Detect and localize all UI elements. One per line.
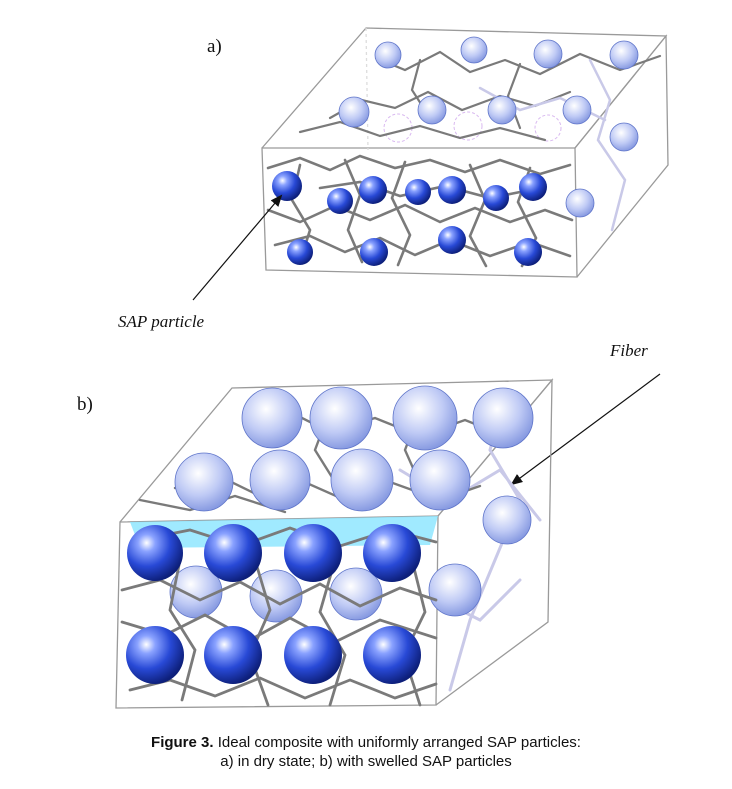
panel-b-inner-particles bbox=[169, 565, 383, 623]
sap-particle bbox=[609, 122, 639, 152]
swelled-sap-particle bbox=[363, 524, 421, 582]
panel-b: b) Fiber bbox=[77, 341, 661, 709]
sap-particle bbox=[533, 39, 563, 69]
sap-particle bbox=[562, 95, 592, 125]
swelled-sap-particle bbox=[249, 449, 311, 511]
sap-particle bbox=[438, 176, 466, 204]
panel-a: a) bbox=[118, 27, 669, 331]
panel-a-box bbox=[261, 27, 669, 278]
swelled-sap-particle bbox=[363, 626, 421, 684]
swelled-sap-particle bbox=[204, 524, 262, 582]
swelled-sap-particle bbox=[392, 385, 458, 451]
sap-particle bbox=[405, 179, 431, 205]
swelled-sap-particle bbox=[126, 626, 184, 684]
sap-particle-highlighted bbox=[272, 171, 302, 201]
swelled-sap-particle bbox=[482, 495, 532, 545]
panel-b-tag: b) bbox=[77, 394, 93, 415]
swelled-sap-particle bbox=[127, 525, 183, 581]
swelled-sap-particle bbox=[330, 448, 394, 512]
panel-a-top-particles bbox=[338, 36, 639, 218]
caption-line-2: a) in dry state; b) with swelled SAP par… bbox=[220, 753, 512, 770]
sap-particle bbox=[487, 95, 517, 125]
caption-text-1: Ideal composite with uniformly arranged … bbox=[217, 734, 581, 751]
sap-particle bbox=[287, 239, 313, 265]
panel-b-front-particles bbox=[126, 524, 421, 684]
panel-a-tag: a) bbox=[207, 36, 222, 57]
swelled-sap-particle bbox=[284, 524, 342, 582]
panel-a-front-particles bbox=[272, 171, 547, 266]
swelled-sap-particle bbox=[472, 387, 534, 449]
panel-b-box bbox=[115, 378, 554, 709]
swelled-sap-particle bbox=[309, 386, 373, 450]
fiber-label: Fiber bbox=[609, 341, 648, 360]
sap-particle bbox=[565, 188, 595, 218]
swelled-sap-particle bbox=[241, 387, 303, 449]
figure-caption: Figure 3. Ideal composite with uniformly… bbox=[0, 733, 732, 771]
sap-particle bbox=[417, 95, 447, 125]
sap-particle-label: SAP particle bbox=[118, 312, 205, 331]
sap-particle bbox=[609, 40, 639, 70]
sap-particle-pointer bbox=[192, 194, 283, 301]
swelled-sap-particle bbox=[428, 563, 482, 617]
sap-particle bbox=[438, 226, 466, 254]
panel-b-top-particles bbox=[174, 385, 534, 617]
sap-particle bbox=[483, 185, 509, 211]
swelled-sap-particle bbox=[409, 449, 471, 511]
sap-particle bbox=[374, 41, 402, 69]
swelled-sap-particle bbox=[329, 567, 383, 621]
swelled-sap-particle bbox=[174, 452, 234, 512]
fiber-pointer bbox=[510, 373, 661, 486]
panel-a-fibers-top bbox=[298, 50, 662, 142]
sap-particle bbox=[460, 36, 488, 64]
sap-particle bbox=[338, 96, 370, 128]
sap-particle bbox=[360, 238, 388, 266]
sap-particle bbox=[359, 176, 387, 204]
sap-particle bbox=[327, 188, 353, 214]
sap-particle bbox=[514, 238, 542, 266]
swelled-sap-particle bbox=[204, 626, 262, 684]
figure-number: Figure 3. bbox=[151, 734, 214, 751]
sap-particle bbox=[519, 173, 547, 201]
caption-line-1: Figure 3. Ideal composite with uniformly… bbox=[0, 733, 732, 752]
swelled-sap-particle bbox=[284, 626, 342, 684]
